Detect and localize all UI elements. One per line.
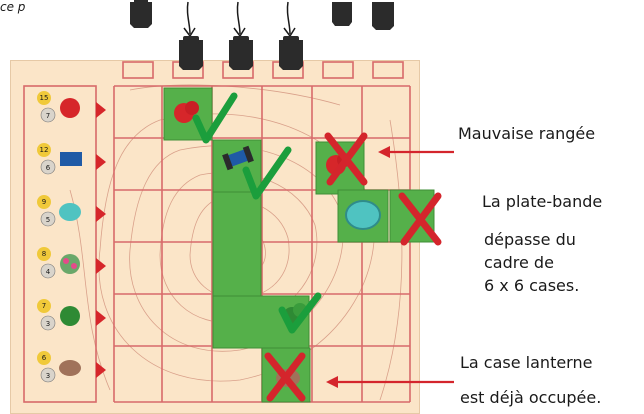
board-contour-lines: [69, 84, 403, 401]
annotation-flowerbed-1: La plate-bande: [482, 192, 603, 211]
annotation-lantern-2: est déjà occupée.: [460, 388, 602, 407]
annotation-wrong-row: Mauvaise rangée: [458, 124, 596, 143]
corner-text-fragment: ce p: [0, 0, 26, 14]
annotation-flowerbed-2: dépasse du: [484, 230, 576, 249]
meeple-icon: [130, 0, 152, 28]
annotation-flowerbed-3: cadre de: [484, 253, 554, 272]
meeple-icon: [372, 2, 394, 30]
meeple-icon: [332, 2, 352, 26]
annotation-flowerbed-4: 6 x 6 cases.: [484, 276, 580, 295]
annotation-lantern-1: La case lanterne: [460, 353, 593, 372]
